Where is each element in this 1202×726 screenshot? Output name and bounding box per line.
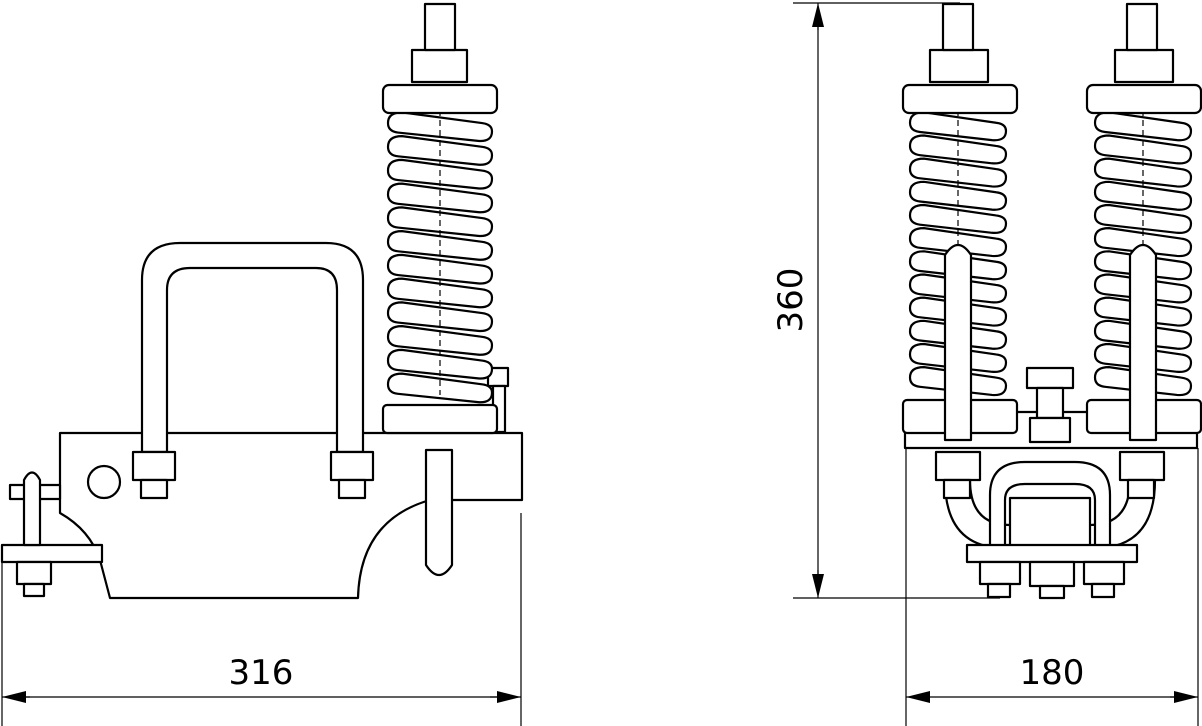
spring-coil [386, 253, 494, 285]
side-view [0, 2, 524, 600]
u-bolt [140, 241, 365, 454]
spring-coil [1093, 203, 1193, 234]
dimension-width-front: 180 [905, 448, 1199, 726]
pin [424, 448, 454, 577]
spring [386, 110, 494, 404]
spring-coil [1093, 134, 1193, 165]
spring-coil [386, 301, 494, 333]
dimension-label: 316 [229, 653, 294, 693]
spring-coil [386, 182, 494, 214]
dimension-height: 360 [771, 2, 1000, 599]
dimension-label: 180 [1020, 653, 1085, 693]
hole [86, 464, 122, 500]
spring-coil [386, 372, 494, 404]
dimension-label: 360 [771, 268, 811, 333]
spring-coil [908, 134, 1008, 165]
spring-cap [381, 83, 499, 115]
spring-coil [908, 203, 1008, 234]
dimension-width-side: 316 [1, 513, 522, 726]
front-view [901, 2, 1202, 600]
clamp-plate [0, 543, 104, 564]
